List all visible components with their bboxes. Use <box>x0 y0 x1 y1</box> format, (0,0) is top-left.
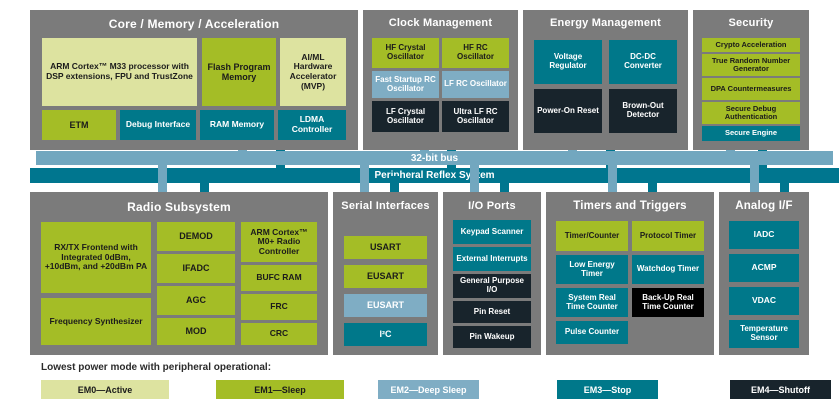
block-demod: DEMOD <box>157 222 235 251</box>
block-pulse-counter: Pulse Counter <box>556 321 628 344</box>
block-crypto-acceleration: Crypto Acceleration <box>702 38 800 52</box>
legend-item-em3-stop: EM3—Stop <box>557 380 658 399</box>
bus-stub-io-dark <box>500 176 509 192</box>
block-hf-crystal-oscillator: HF Crystal Oscillator <box>372 38 439 68</box>
panel-serial-interfaces: Serial Interfaces USART EUSART EUSART I²… <box>333 192 438 355</box>
panel-serial-blocks: USART EUSART EUSART I²C <box>344 236 427 346</box>
panel-core-title: Core / Memory / Acceleration <box>108 17 280 31</box>
block-dcdc-converter: DC-DC Converter <box>609 40 677 84</box>
panel-energy-management: Energy Management Voltage Regulator DC-D… <box>523 10 688 150</box>
bus-stub-radio-dark <box>200 176 209 192</box>
block-protocol-timer: Protocol Timer <box>632 221 704 251</box>
panel-analog-title: Analog I/F <box>735 200 793 212</box>
block-vdac: VDAC <box>729 287 799 315</box>
block-mod: MOD <box>157 318 235 345</box>
block-voltage-regulator: Voltage Regulator <box>534 40 602 84</box>
block-low-energy-timer: Low Energy Timer <box>556 255 628 284</box>
block-flash-program-memory: Flash Program Memory <box>202 38 276 106</box>
block-backup-real-time-counter: Back-Up Real Time Counter <box>632 288 704 317</box>
panel-clock-blocks: HF Crystal Oscillator HF RC Oscillator F… <box>372 38 509 141</box>
panel-analog-if: Analog I/F IADC ACMP VDAC Temperature Se… <box>719 192 809 355</box>
block-pin-reset: Pin Reset <box>453 301 531 323</box>
bus-prs-label: Peripheral Reflex System <box>374 170 495 181</box>
block-arm-cortex-m33: ARM Cortex™ M33 processor with DSP exten… <box>42 38 197 106</box>
bus-stub-timers-dark <box>648 176 657 192</box>
panel-radio-blocks: RX/TX Frontend with Integrated 0dBm, +10… <box>41 222 317 345</box>
block-general-purpose-io: General Purpose I/O <box>453 274 531 298</box>
block-arm-cortex-m0-radio-controller: ARM Cortex™ M0+ Radio Controller <box>241 222 317 262</box>
block-rx-tx-frontend: RX/TX Frontend with Integrated 0dBm, +10… <box>41 222 151 293</box>
block-debug-interface: Debug Interface <box>120 110 196 140</box>
bus-stub-serial-dark <box>390 176 399 192</box>
block-brown-out-detector: Brown-Out Detector <box>609 89 677 133</box>
bus-stub-analog-dark <box>780 176 789 192</box>
panel-clock-title: Clock Management <box>388 17 493 29</box>
block-eusart-2: EUSART <box>344 294 427 317</box>
block-lf-crystal-oscillator: LF Crystal Oscillator <box>372 101 439 132</box>
panel-core: Core / Memory / Acceleration ARM Cortex™… <box>30 10 358 150</box>
bus-stub-analog-light <box>750 160 759 192</box>
panel-radio-subsystem: Radio Subsystem RX/TX Frontend with Inte… <box>30 192 328 355</box>
block-power-on-reset: Power-On Reset <box>534 89 602 133</box>
panel-timers-title: Timers and Triggers <box>573 200 687 212</box>
panel-radio-title: Radio Subsystem <box>127 200 231 214</box>
block-ifadc: IFADC <box>157 254 235 283</box>
block-lf-rc-oscillator: LF RC Oscillator <box>442 71 509 98</box>
block-true-random-number-generator: True Random Number Generator <box>702 54 800 76</box>
panel-serial-title: Serial Interfaces <box>341 200 430 212</box>
block-hf-rc-oscillator: HF RC Oscillator <box>442 38 509 68</box>
bus-stub-serial-light <box>360 160 369 192</box>
bus-peripheral-reflex-system: Peripheral Reflex System <box>30 168 839 183</box>
block-frequency-synthesizer: Frequency Synthesizer <box>41 298 151 345</box>
block-bufc-ram: BUFC RAM <box>241 265 317 291</box>
block-watchdog-timer: Watchdog Timer <box>632 255 704 284</box>
bus-stub-timers-light <box>608 160 617 192</box>
legend-item-em4-shutoff: EM4—Shutoff <box>730 380 831 399</box>
block-eusart-1: EUSART <box>344 265 427 288</box>
panel-analog-blocks: IADC ACMP VDAC Temperature Sensor <box>729 221 799 348</box>
bus-stub-io-light <box>470 160 479 192</box>
panel-security: Security Crypto Acceleration True Random… <box>693 10 809 150</box>
legend-item-em0-active: EM0—Active <box>41 380 169 399</box>
block-crc: CRC <box>241 323 317 345</box>
panel-core-blocks: ARM Cortex™ M33 processor with DSP exten… <box>42 38 346 140</box>
panel-io-title: I/O Ports <box>468 200 516 212</box>
panel-security-title: Security <box>728 17 774 29</box>
panel-energy-title: Energy Management <box>550 17 661 29</box>
block-etm: ETM <box>42 110 116 140</box>
block-timer-counter: Timer/Counter <box>556 221 628 251</box>
block-aiml-accelerator: AI/ML Hardware Accelerator (MVP) <box>280 38 346 106</box>
block-system-real-time-counter: System Real Time Counter <box>556 288 628 317</box>
panel-security-blocks: Crypto Acceleration True Random Number G… <box>702 38 800 142</box>
panel-clock-management: Clock Management HF Crystal Oscillator H… <box>363 10 518 150</box>
block-agc: AGC <box>157 286 235 315</box>
block-ldma-controller: LDMA Controller <box>278 110 346 140</box>
block-dpa-countermeasures: DPA Countermeasures <box>702 78 800 100</box>
block-usart: USART <box>344 236 427 259</box>
bus-stub-radio-light <box>158 160 167 192</box>
block-ultra-lf-rc-oscillator: Ultra LF RC Oscillator <box>442 101 509 132</box>
legend-note: Lowest power mode with peripheral operat… <box>41 362 272 373</box>
panel-energy-blocks: Voltage Regulator DC-DC Converter Power-… <box>534 40 677 138</box>
legend-item-em2-deep-sleep: EM2—Deep Sleep <box>378 380 479 399</box>
panel-timers-and-triggers: Timers and Triggers Timer/Counter Protoc… <box>546 192 714 355</box>
block-i2c: I²C <box>344 323 427 346</box>
block-secure-engine: Secure Engine <box>702 126 800 141</box>
block-acmp: ACMP <box>729 254 799 282</box>
block-frc: FRC <box>241 294 317 320</box>
panel-timers-blocks: Timer/Counter Protocol Timer Low Energy … <box>556 221 704 345</box>
block-ram-memory: RAM Memory <box>200 110 274 140</box>
bus-32bit: 32-bit bus <box>36 151 833 165</box>
block-external-interrupts: External Interrupts <box>453 247 531 271</box>
legend-item-em1-sleep: EM1—Sleep <box>216 380 344 399</box>
bus-32bit-label: 32-bit bus <box>410 152 459 164</box>
block-temperature-sensor: Temperature Sensor <box>729 320 799 348</box>
panel-io-ports: I/O Ports Keypad Scanner External Interr… <box>443 192 541 355</box>
panel-io-blocks: Keypad Scanner External Interrupts Gener… <box>453 220 531 348</box>
block-fast-startup-rc-oscillator: Fast Startup RC Oscillator <box>372 71 439 98</box>
block-keypad-scanner: Keypad Scanner <box>453 220 531 244</box>
block-pin-wakeup: Pin Wakeup <box>453 326 531 348</box>
block-secure-debug-authentication: Secure Debug Authentication <box>702 102 800 124</box>
block-iadc: IADC <box>729 221 799 249</box>
